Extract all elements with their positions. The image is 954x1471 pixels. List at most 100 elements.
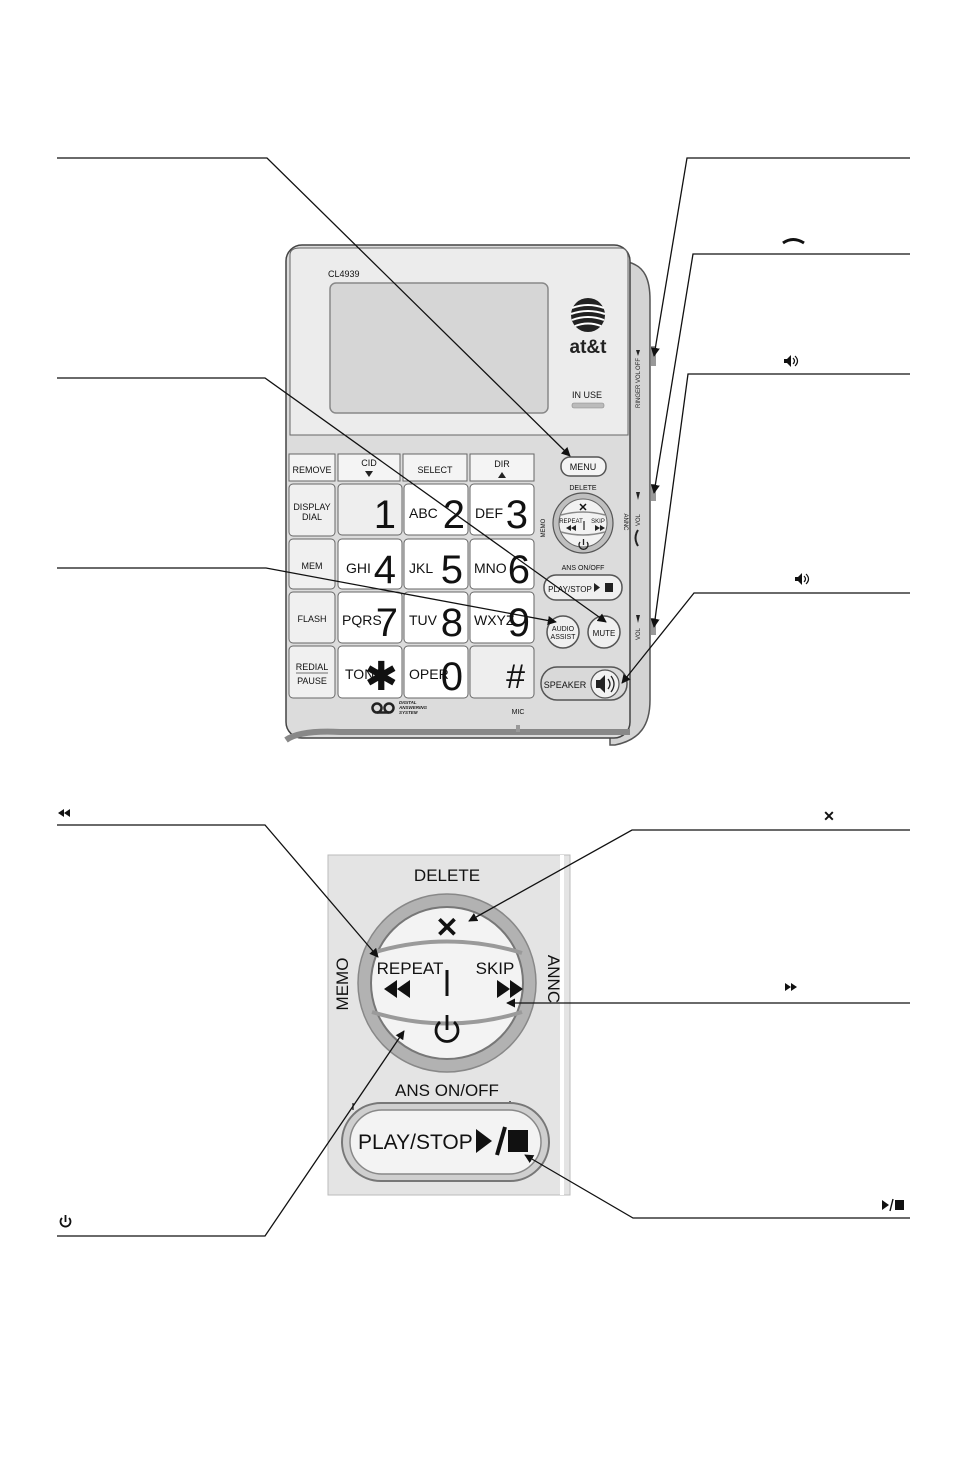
svg-text:ANSWERING: ANSWERING <box>398 705 427 710</box>
svg-text:7: 7 <box>376 601 398 645</box>
keypad: 1 ABC 2 DEF 3 GHI 4 JKL 5 MNO 6 PQRS 7 T… <box>337 483 535 699</box>
key-star[interactable] <box>337 645 403 699</box>
svg-text:ANS ON/OFF: ANS ON/OFF <box>562 565 605 572</box>
closeup-annc-label: ANNC <box>544 955 563 1003</box>
skip-icon[interactable] <box>595 525 605 531</box>
key-5[interactable] <box>403 538 469 590</box>
closeup-skip-label: SKIP <box>476 959 515 978</box>
svg-text:DIAL: DIAL <box>302 512 322 522</box>
svg-text:FLASH: FLASH <box>297 614 326 624</box>
closeup-power-icon[interactable] <box>434 1015 460 1043</box>
mic-label: MIC <box>512 709 525 716</box>
svg-text:8: 8 <box>441 601 463 645</box>
closeup-memo-label: MEMO <box>333 958 352 1011</box>
svg-text:DEF: DEF <box>475 505 503 521</box>
ringer-vol-label: RINGER VOL <box>636 370 642 408</box>
svg-text:DELETE: DELETE <box>569 485 597 492</box>
svg-text:9: 9 <box>508 601 530 645</box>
svg-text:MENU: MENU <box>570 462 597 472</box>
closeup-delete-icon[interactable]: ✕ <box>435 912 458 943</box>
key-6[interactable] <box>469 538 535 590</box>
handset-vol-label: VOL <box>636 513 642 526</box>
svg-text:0: 0 <box>441 655 463 699</box>
svg-text:MNO: MNO <box>474 560 507 576</box>
svg-text:MUTE: MUTE <box>593 629 616 638</box>
svg-text:ANNC: ANNC <box>622 513 628 531</box>
closeup-repeat-label: REPEAT <box>377 959 444 978</box>
speaker-vol-label: VOL <box>636 627 642 640</box>
lcd-screen <box>329 282 549 414</box>
svg-text:OPER: OPER <box>409 666 449 682</box>
svg-text:#: # <box>506 658 525 696</box>
side-keys: DISPLAY DIAL MEM FLASH REDIAL PAUSE <box>288 483 336 699</box>
svg-text:JKL: JKL <box>409 560 433 576</box>
flash-key[interactable] <box>288 591 336 644</box>
closeup-skip-icon[interactable] <box>497 980 523 998</box>
svg-text:SELECT: SELECT <box>417 465 453 475</box>
svg-text:DIGITAL: DIGITAL <box>399 700 417 705</box>
power-icon[interactable] <box>578 539 589 550</box>
callout-lines-top <box>57 157 910 684</box>
svg-text:MEMO: MEMO <box>541 518 547 537</box>
callout-play-stop-icon <box>882 1198 904 1212</box>
handset-icon <box>782 238 805 245</box>
speaker-icon-2 <box>795 573 810 585</box>
key-1[interactable] <box>337 483 403 536</box>
svg-text:PAUSE: PAUSE <box>297 676 327 686</box>
key-3[interactable] <box>469 483 535 536</box>
callout-lines-bottom <box>57 824 910 1237</box>
repeat-icon[interactable] <box>566 525 576 531</box>
in-use-label: IN USE <box>572 390 602 400</box>
redial-pause-key[interactable] <box>288 645 336 699</box>
svg-text:SKIP: SKIP <box>591 519 605 525</box>
svg-text:REDIAL: REDIAL <box>296 662 329 672</box>
svg-text:PQRS: PQRS <box>342 612 382 628</box>
closeup-repeat-icon[interactable] <box>384 980 410 998</box>
svg-text:TUV: TUV <box>409 612 438 628</box>
speaker-icon <box>596 675 615 693</box>
svg-text:SYSTEM: SYSTEM <box>399 710 418 715</box>
svg-text:CID: CID <box>361 458 377 468</box>
svg-text:✱: ✱ <box>364 655 398 699</box>
key-2[interactable] <box>403 483 469 536</box>
svg-text:DISPLAY: DISPLAY <box>293 502 330 512</box>
model-label: CL4939 <box>328 269 360 279</box>
svg-text:SPEAKER: SPEAKER <box>544 680 587 690</box>
soft-key-row: REMOVE CID SELECT DIR <box>288 453 535 482</box>
answering-controls: MENU DELETE MEMO ANNC ✕ REPEAT SKIP ANS … <box>540 456 628 701</box>
svg-text:GHI: GHI <box>346 560 371 576</box>
svg-text:4: 4 <box>374 548 396 592</box>
key-pound[interactable] <box>469 645 535 699</box>
closeup-delete-label: DELETE <box>414 866 480 885</box>
svg-text:AUDIO: AUDIO <box>552 626 575 633</box>
remove-key[interactable] <box>288 453 336 482</box>
key-8[interactable] <box>403 591 469 644</box>
callout-power-icon <box>59 1215 72 1228</box>
svg-text:6: 6 <box>508 548 530 592</box>
svg-text:5: 5 <box>441 548 463 592</box>
closeup-play-stop-label: PLAY/STOP <box>358 1131 473 1154</box>
answering-system-logo: DIGITAL ANSWERING SYSTEM <box>371 700 427 715</box>
display-dial-key[interactable] <box>288 483 336 537</box>
svg-text:3: 3 <box>506 493 528 537</box>
callout-delete-icon: ✕ <box>823 808 835 824</box>
play-stop-button[interactable] <box>543 574 623 601</box>
key-7[interactable] <box>337 591 403 644</box>
svg-text:REMOVE: REMOVE <box>292 465 331 475</box>
svg-text:MEM: MEM <box>302 561 323 571</box>
delete-x-icon[interactable]: ✕ <box>578 502 587 514</box>
speaker-vol-icon-1 <box>784 355 799 367</box>
svg-text:ABC: ABC <box>409 505 438 521</box>
menu-button[interactable] <box>560 456 607 477</box>
svg-text:PLAY/STOP: PLAY/STOP <box>548 585 592 594</box>
in-use-light <box>571 402 605 409</box>
closeup-ans-onoff-label: ANS ON/OFF <box>395 1081 499 1100</box>
select-key[interactable] <box>402 453 468 482</box>
att-globe-icon <box>570 298 606 332</box>
svg-text:1: 1 <box>374 493 396 537</box>
key-4[interactable] <box>337 538 403 590</box>
key-0[interactable] <box>403 645 469 699</box>
mic-hole <box>516 725 520 732</box>
mem-key[interactable] <box>288 538 336 590</box>
